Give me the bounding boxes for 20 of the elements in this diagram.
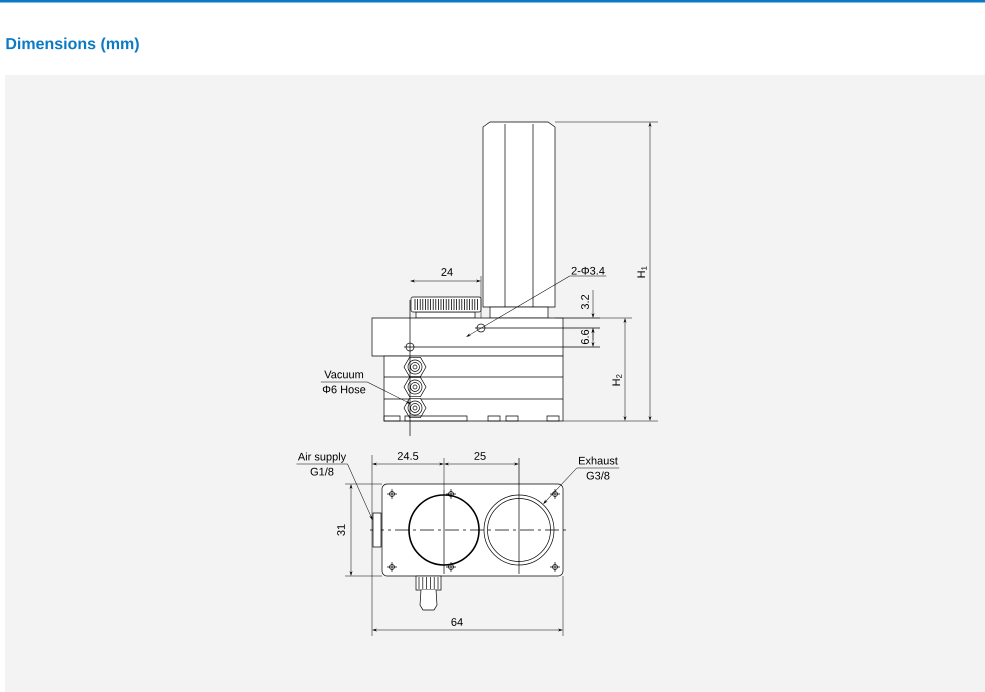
port-outline — [372, 512, 382, 548]
leader-line — [543, 468, 578, 504]
dimension-label: H$_{1}$ — [637, 266, 647, 278]
callout-text: Exhaust G3/8 — [576, 456, 620, 480]
leader-line — [366, 382, 410, 404]
dimension-label: 24.5 — [398, 452, 418, 460]
leader-line — [466, 276, 570, 337]
callout-text: 2-Φ3.4 — [569, 266, 607, 276]
dimension-label: 3.2 — [581, 294, 589, 310]
callout-text: Vacuum Φ6 Hose — [320, 370, 368, 394]
port-ring — [484, 494, 554, 566]
dimension-label: 25 — [474, 452, 486, 460]
dimension-label: 64 — [451, 618, 463, 626]
dimension-label: 6.6 — [581, 330, 589, 344]
callout-text: Air supply G1/8 — [296, 452, 348, 476]
dimension-label: 24 — [441, 268, 453, 276]
leader-line — [347, 464, 373, 520]
heading: Dimensions (mm) — [6, 38, 139, 52]
dimension-label: H$_{2}$ — [612, 374, 622, 386]
dimension-label: 31 — [337, 524, 345, 536]
